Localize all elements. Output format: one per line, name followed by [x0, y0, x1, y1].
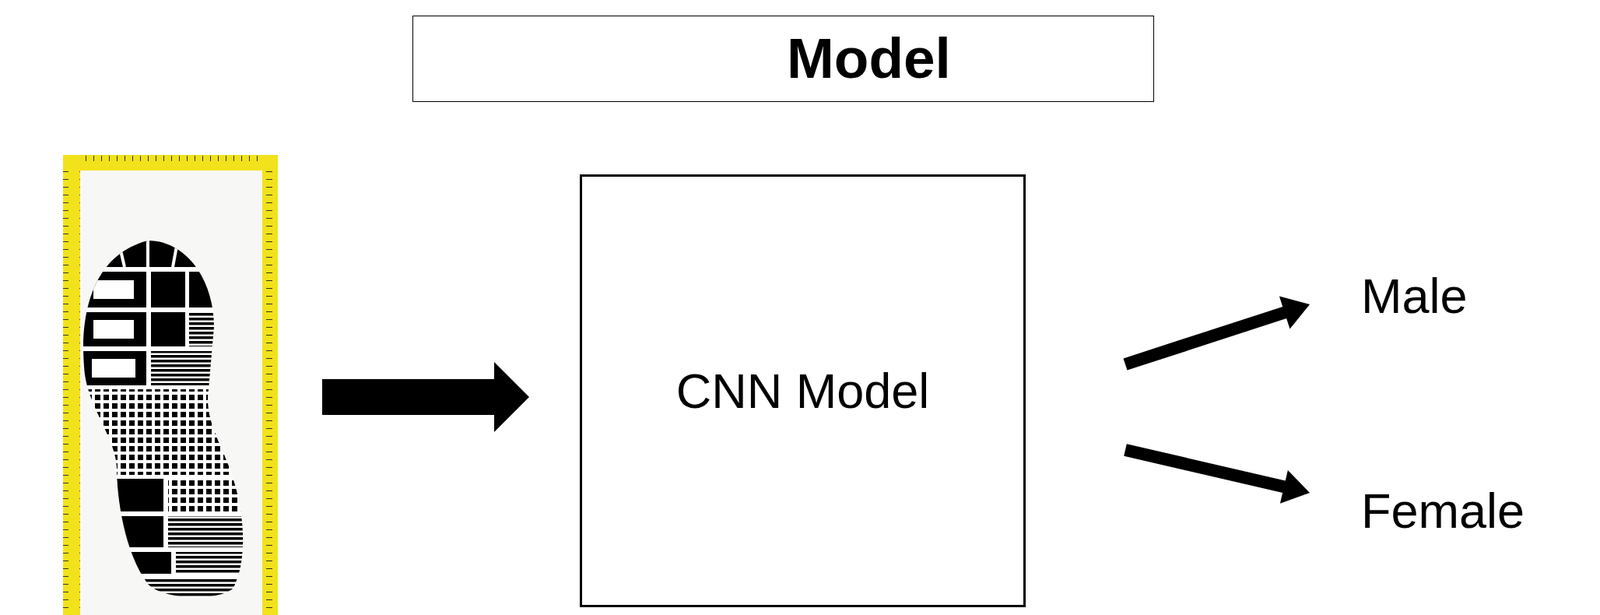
class-label: Female — [1357, 480, 1528, 541]
output-arrow — [1123, 443, 1310, 504]
title-text: Model — [786, 27, 951, 90]
title-box: Model — [412, 15, 1155, 102]
input-arrow — [322, 361, 530, 432]
output-arrow — [1123, 296, 1311, 371]
model-box: CNN Model — [579, 174, 1026, 608]
node-label: Female — [1361, 482, 1525, 539]
node-label: CNN Model — [676, 362, 930, 419]
shoeprint-photo — [63, 154, 278, 615]
node-label: Male — [1361, 267, 1468, 324]
class-label: Male — [1357, 266, 1471, 326]
